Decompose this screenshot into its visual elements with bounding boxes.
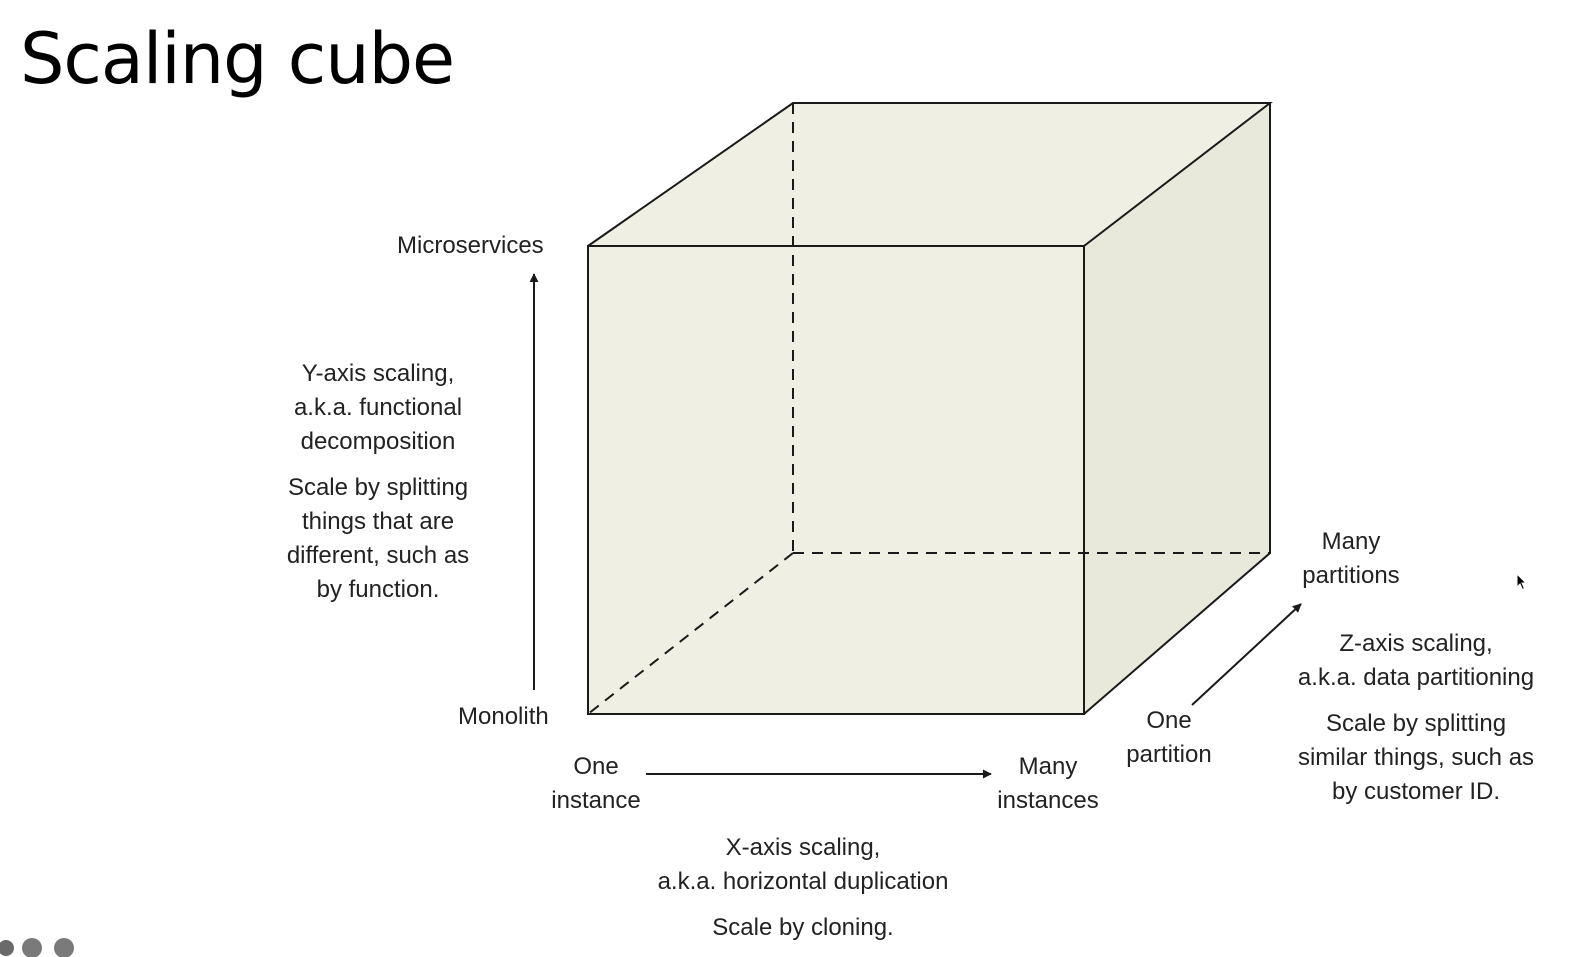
cube-hidden-edge-depth — [587, 552, 794, 715]
y-axis-top-label: Microservices — [397, 232, 544, 259]
cube-front-face — [588, 246, 1084, 714]
y-axis-name-line: decomposition — [300, 428, 456, 455]
z-axis-arrow — [1191, 603, 1302, 706]
x-axis-name-line: a.k.a. horizontal duplication — [657, 868, 949, 895]
z-axis-desc-line: by customer ID. — [1331, 778, 1501, 805]
x-axis-end-label: Many instances — [997, 753, 1099, 814]
y-axis-bottom-label: Monolith — [458, 703, 549, 730]
cube-edge-top-outline — [587, 102, 1273, 247]
x-axis-description: X-axis scaling, a.k.a. horizontal duplic… — [603, 831, 1003, 945]
y-axis-name-line: a.k.a. functional — [293, 394, 463, 421]
z-axis-name-line: Z-axis scaling, — [1339, 630, 1493, 657]
y-axis-name-line: Y-axis scaling, — [301, 360, 455, 387]
cube-right-face — [1084, 103, 1270, 714]
x-axis-desc-line: Scale by cloning. — [712, 914, 894, 941]
cube-edge-front-outline — [587, 245, 1085, 715]
y-axis-desc-line: things that are — [301, 508, 455, 535]
slide-title: Scaling cube — [20, 18, 455, 100]
z-axis-start-label: One partition — [1126, 707, 1212, 768]
y-axis-description: Y-axis scaling, a.k.a. functional decomp… — [258, 357, 498, 607]
x-axis-start-label: One instance — [551, 753, 641, 814]
y-axis-desc-line: by function. — [316, 576, 440, 603]
z-axis-end-label: Many partitions — [1302, 528, 1400, 589]
z-axis-description: Z-axis scaling, a.k.a. data partitioning… — [1276, 627, 1556, 809]
cube-edge-right-outline — [1083, 103, 1271, 715]
z-axis-name-line: a.k.a. data partitioning — [1297, 664, 1535, 691]
y-axis-desc-line: Scale by splitting — [287, 474, 469, 501]
z-axis-desc-line: similar things, such as — [1297, 744, 1535, 771]
z-axis-desc-line: Scale by splitting — [1325, 710, 1507, 737]
x-axis-name-line: X-axis scaling, — [725, 834, 881, 861]
mouse-pointer-icon — [1516, 573, 1528, 591]
y-axis-desc-line: different, such as — [286, 542, 470, 569]
cube-top-face — [588, 103, 1270, 246]
presentation-controls-icon[interactable] — [0, 936, 90, 957]
